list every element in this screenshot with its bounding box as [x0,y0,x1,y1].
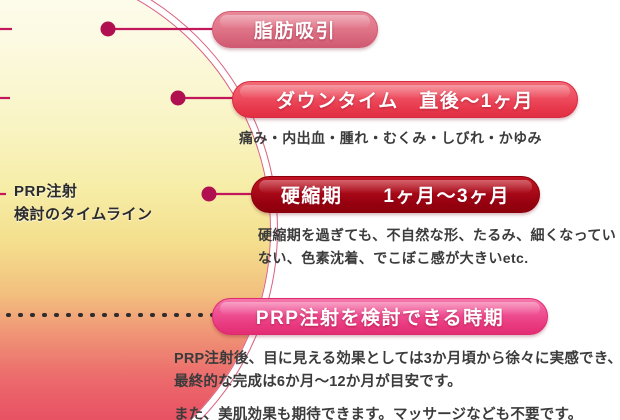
stage-pill-prp-window[interactable]: PRP注射を検討できる時期 [212,298,548,335]
stage-description-induration: 硬縮期を過ぎても、不自然な形、たるみ、細くなっていない、色素沈着、でこぼこ感が大… [258,227,617,266]
prp-body-paragraph-2: また、美肌効果も期待できます。マッサージなども不要です。 [174,406,583,420]
center-label-line-2: 検討のタイムライン [14,206,153,224]
stage-pill-label-downtime: ダウンタイム 直後〜1ヶ月 [276,91,534,112]
stage-description-downtime: 痛み・内出血・腫れ・むくみ・しびれ・かゆみ [239,130,542,146]
stage-pill-label-prp-window: PRP注射を検討できる時期 [255,308,505,329]
timeline-center-label: PRP注射 検討のタイムライン [14,180,224,227]
center-label-line-1: PRP注射 [14,183,78,200]
prp-body-text: PRP注射後、目に見える効果としては3か月頃から徐々に実感でき、最終的な完成は6… [174,348,620,420]
stage-pill-label-liposuction: 脂肪吸引 [253,21,336,42]
stage-pill-induration[interactable]: 硬縮期 1ヶ月〜3ヶ月 [251,176,540,213]
stage-pill-liposuction[interactable]: 脂肪吸引 [212,11,378,48]
stage-pill-downtime[interactable]: ダウンタイム 直後〜1ヶ月 [232,81,578,118]
stage-pill-label-induration: 硬縮期 1ヶ月〜3ヶ月 [280,186,511,207]
prp-body-paragraph-1: PRP注射後、目に見える効果としては3か月頃から徐々に実感でき、最終的な完成は6… [174,351,620,391]
